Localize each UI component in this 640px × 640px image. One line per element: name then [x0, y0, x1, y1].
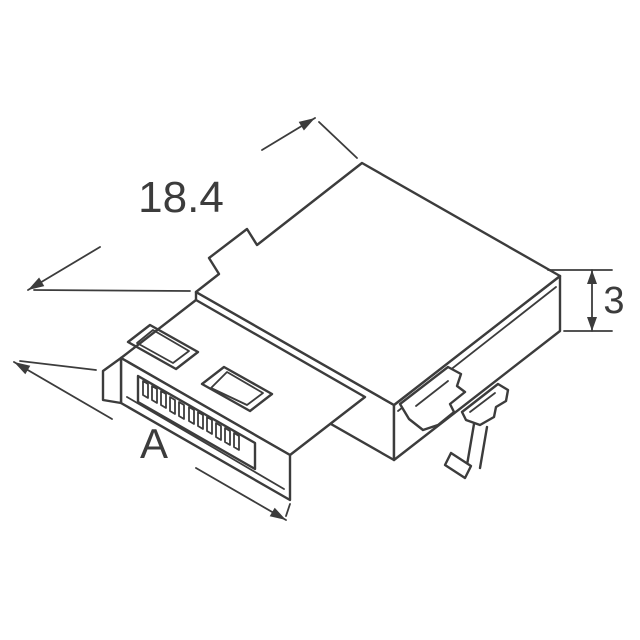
dimension-width: A [13, 360, 291, 521]
ground-clip-inner-line [469, 392, 496, 413]
dimension-width-arrow-end [269, 507, 286, 520]
dimension-depth: 18.4 [27, 117, 358, 292]
ground-clip [460, 382, 510, 427]
contact-pins [142, 380, 240, 451]
connector-body [101, 161, 562, 502]
dimension-label-height: 3 [603, 280, 624, 322]
latch-window-1-inner [136, 329, 190, 364]
latch-clip-inner-line [415, 380, 449, 407]
contact-slot [136, 374, 257, 471]
dimension-label-depth: 18.4 [138, 173, 224, 222]
dimension-depth-arrow-end [298, 118, 315, 131]
solder-leg [465, 422, 489, 470]
dimension-depth-arrow-start [28, 277, 45, 290]
latch-window-2-inner [210, 371, 264, 406]
nose-chamfer [101, 356, 123, 405]
latch-clip [398, 365, 467, 432]
dimension-height-arrow-bottom [587, 317, 597, 331]
top-face [194, 161, 562, 407]
dimension-width-extension-line-2 [285, 503, 291, 517]
latch-window-1 [126, 323, 200, 371]
latch-window-2 [200, 365, 274, 413]
dimension-width-extension-line-1 [19, 360, 97, 371]
dimension-depth-extension-line-1 [33, 289, 191, 292]
bezel-bottom-seam-line [126, 396, 285, 490]
dimension-depth-extension-line-2 [318, 121, 358, 159]
dimension-label-width: A [140, 420, 168, 467]
dimension-width-line [13, 361, 287, 521]
dimension-height-arrow-top [587, 270, 597, 284]
dimension-width-arrow-start [14, 362, 31, 375]
solder-foot [443, 451, 473, 480]
dimension-height: 3 [547, 269, 625, 332]
